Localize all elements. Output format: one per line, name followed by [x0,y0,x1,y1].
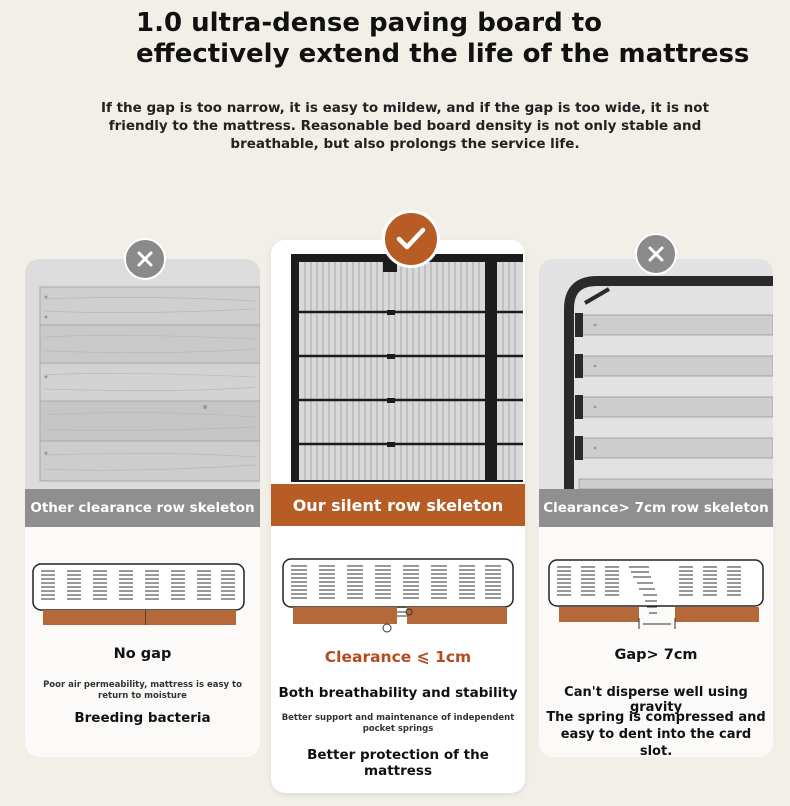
page-title: 1.0 ultra-dense paving board to effectiv… [136,8,750,69]
check-icon [382,210,440,268]
heading-gap-7cm: Gap> 7cm [614,647,698,663]
line-gravity: Can't disperse well using gravity [564,685,748,715]
line-breathability: Both breathability and stability [278,685,518,701]
wood-board-photo [25,259,260,489]
heading-no-gap: No gap [113,646,172,662]
cross-icon [635,233,677,275]
detail-no-gap: Poor air permeability, mattress is easy … [43,680,242,701]
note-bacteria: Breeding bacteria [74,710,211,726]
line-protection: Better protection of the mattress [307,747,489,779]
banner-clearance-7cm: Clearance> 7cm row skeleton [539,489,773,527]
page-subtitle: If the gap is too narrow, it is easy to … [100,100,710,152]
card-our-skeleton: Our silent row skeleton Clearance ⩽ 1cm … [271,240,525,793]
card-no-gap: Other clearance row skeleton No gap Poor… [25,259,260,757]
detail-support: Better support and maintenance of indepe… [281,713,515,734]
spring-diagram-no-gap [25,559,260,635]
mesh-frame-photo [271,240,525,484]
heading-clearance-1cm: Clearance ⩽ 1cm [324,648,472,666]
spring-diagram-7cm [539,557,773,633]
banner-our-skeleton: Our silent row skeleton [271,484,525,526]
spring-diagram-1cm [271,556,525,642]
slat-frame-photo [539,259,773,489]
detail-spring-compressed: The spring is compressed and easy to den… [546,710,766,757]
cross-icon [124,238,166,280]
card-gap-7cm: Clearance> 7cm row skeleton Gap> 7cm Can… [539,259,773,757]
banner-other-clearance: Other clearance row skeleton [25,489,260,527]
